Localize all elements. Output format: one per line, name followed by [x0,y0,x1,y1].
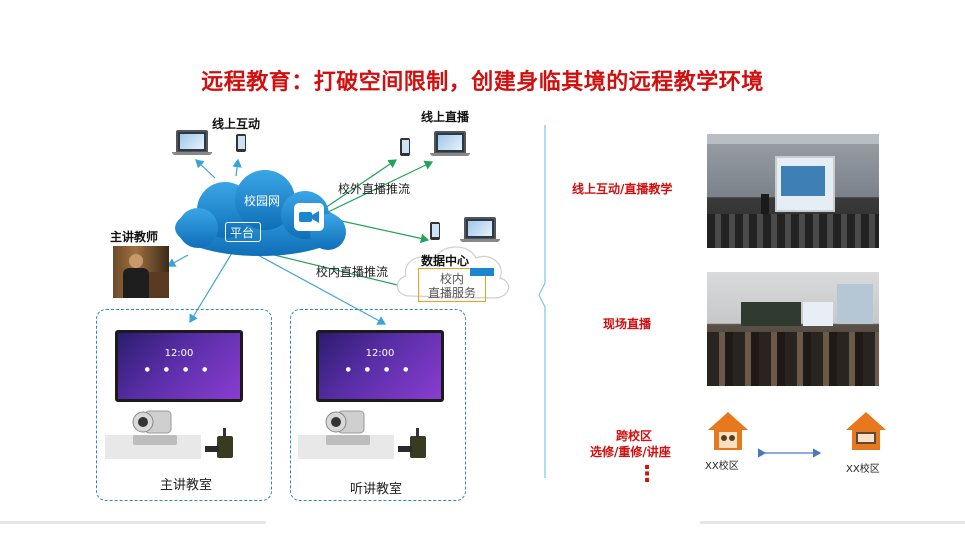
cross-campus-courses-label: 选修/重修/讲座 [590,445,671,459]
arrow-to-laptop [195,159,216,179]
listening-classroom-label: 听讲教室 [350,482,403,497]
cross-campus-label: 跨校区 [616,429,653,443]
teacher-photo [113,246,169,298]
screen-app-icons: ● ● ● ● [144,366,214,373]
laptop-icon [172,130,212,156]
listening-classroom-box [290,309,466,501]
onsite-live-label: 现场直播 [603,317,652,331]
ptz-camera-icon [298,410,394,459]
phone-icon [400,138,410,156]
phone-icon [236,134,246,152]
campus-b-label: XX校区 [846,464,880,475]
smart-display: 12:00 ● ● ● ● [316,330,444,402]
arrow-to-phone [232,158,242,177]
more-dots: ⋮ [636,462,658,487]
data-center-cloud [396,246,510,299]
offsite-stream-label: 校外直播推流 [338,182,411,196]
campus-live-service-line2: 直播服务 [428,286,477,300]
campus-live-service-line1: 校内 [440,272,465,286]
arrow-onsite-stream [261,251,420,293]
platform-label: 平台 [230,226,255,240]
phone-icon [430,222,440,240]
screen-clock: 12:00 [164,348,194,359]
lead-teacher-label: 主讲教师 [110,230,159,244]
panel-divider [538,125,546,478]
online-live-teaching-label: 线上互动/直播教学 [572,182,673,196]
platform-box [225,222,261,242]
bottom-rule-right [700,521,965,524]
online-live-label: 线上直播 [421,110,470,124]
arrow-offsite-laptop [327,160,434,213]
campus-a-label: XX校区 [705,461,739,472]
campus-network-label: 校园网 [244,194,281,208]
campus-live-service-box [418,268,486,302]
smart-display: 12:00 ● ● ● ● [115,330,243,402]
screen-app-icons: ● ● ● ● [345,366,415,373]
service-indicator [470,268,494,276]
screen-clock: 12:00 [365,348,395,359]
campus-a-house-icon [708,412,748,450]
main-classroom-box [96,309,272,501]
arrow-offsite-datacenter [327,217,430,244]
wireless-mic-icon [398,428,426,458]
laptop-icon [430,131,470,157]
video-camera-icon [294,203,324,231]
arrow-to-teacher [166,254,189,267]
arrow-offsite-phone [324,159,397,209]
page-title: 远程教育：打破空间限制，创建身临其境的远程教学环境 [201,70,764,95]
ptz-camera-icon [105,410,201,459]
arrow-to-listening-classroom [244,247,387,325]
wireless-mic-icon [205,428,233,458]
bottom-rule-left [0,521,266,524]
campus-b-house-icon [846,412,886,450]
classroom-photo [707,272,879,386]
data-center-label: 数据中心 [421,254,470,268]
onsite-stream-label: 校内直播推流 [316,265,389,279]
laptop-icon [460,217,500,243]
online-interaction-label: 线上互动 [212,117,261,131]
main-classroom-label: 主讲教室 [160,478,213,493]
lecture-hall-photo [707,134,879,248]
